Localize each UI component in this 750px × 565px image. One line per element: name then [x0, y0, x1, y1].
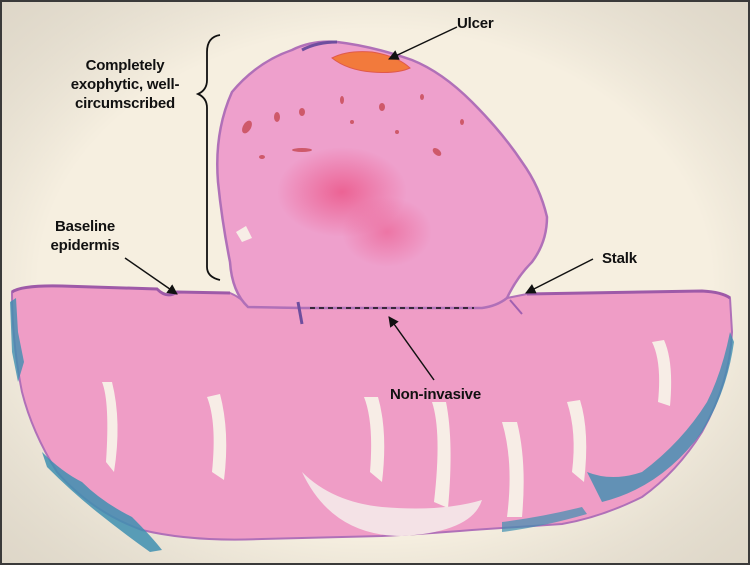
label-exophytic-line1: Completely [85, 57, 165, 74]
label-ulcer: Ulcer [457, 15, 494, 32]
curly-brace-icon [195, 34, 221, 281]
ink-margin [10, 298, 734, 552]
label-exophytic-line2: exophytic, well- [70, 76, 180, 93]
annotation-overlays [124, 26, 594, 381]
baseline-arrow-icon [124, 257, 178, 295]
noninvasive-arrow-icon [388, 316, 435, 381]
label-baseline-epidermis: Baseline epidermis [40, 217, 130, 255]
ulcer-arrow-icon [388, 26, 458, 60]
polyp-head [216, 40, 549, 325]
label-exophytic-line3: circumscribed [75, 95, 175, 112]
dermis-base [10, 284, 734, 541]
label-exophytic: Completely exophytic, well- circumscribe… [54, 56, 196, 113]
stalk-arrow-icon [525, 258, 594, 294]
label-baseline-line1: Baseline [54, 218, 116, 235]
label-noninvasive: Non-invasive [390, 386, 481, 403]
label-stalk: Stalk [602, 250, 637, 267]
label-baseline-line2: epidermis [50, 237, 120, 254]
